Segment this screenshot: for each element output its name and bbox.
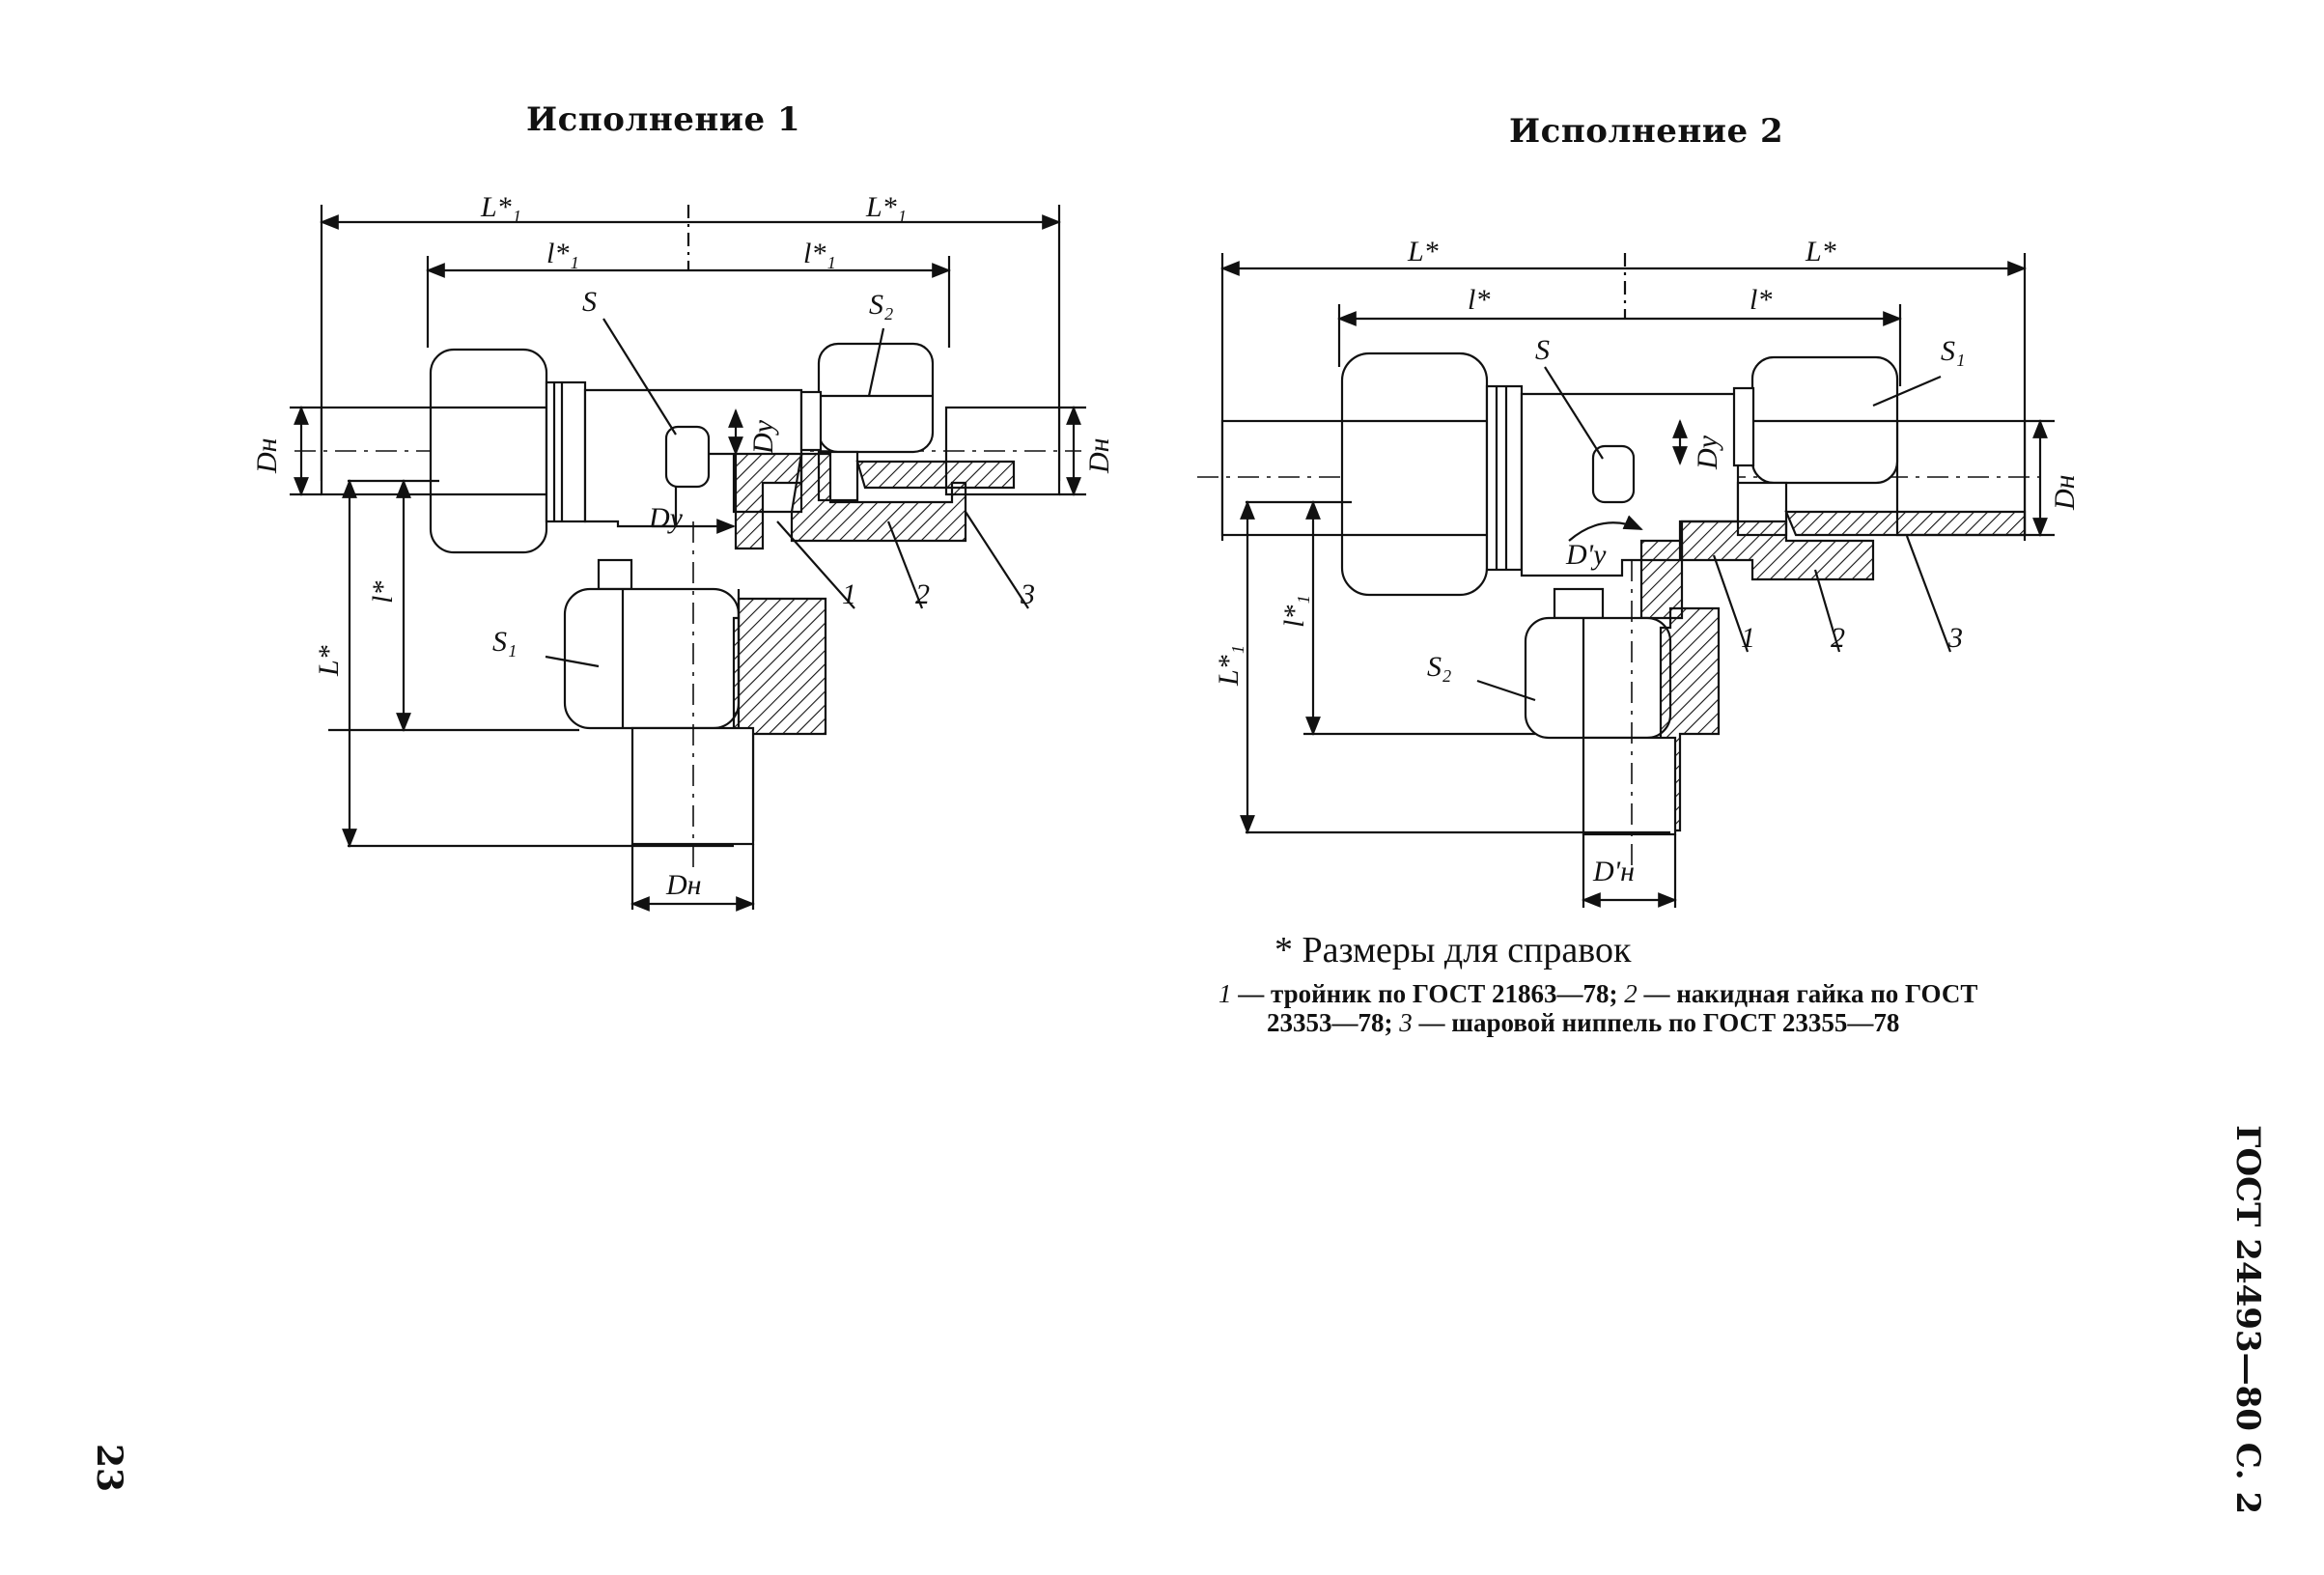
v1-Dn-right-label: Dн [1083, 437, 1115, 474]
legend-text-3: 23353—78; [1267, 1008, 1400, 1037]
page-number-text: 23 [89, 1444, 129, 1493]
v1-part-3-label: 3 [1020, 578, 1035, 610]
v2-part-2-label: 2 [1831, 622, 1845, 654]
legend-text-1: — тройник по ГОСТ 21863—78; [1231, 979, 1625, 1008]
legend-index-2: 2 [1624, 979, 1638, 1008]
v1-Dn-bottom-label: Dн [665, 869, 702, 901]
v2-S-label: S [1535, 334, 1550, 366]
legend-index-1: 1 [1218, 979, 1232, 1008]
v2-S1-label: S₁ [1941, 335, 1965, 367]
v1-Dy-horizontal-label: Dy [648, 502, 684, 534]
legend-line-2: 23353—78; 3 — шаровой ниппель по ГОСТ 23… [1218, 1008, 2136, 1037]
legend-index-3: 3 [1399, 1008, 1413, 1037]
legend-text-4: — шаровой ниппель по ГОСТ 23355—78 [1412, 1008, 1900, 1037]
v1-S1-label: S₁ [492, 626, 517, 658]
v1-part-1-label: 1 [842, 578, 856, 610]
standard-reference-text: ГОСТ 24493—80 С. 2 [2228, 1125, 2267, 1515]
v2-Dn-right-label: Dн [2049, 474, 2081, 511]
variant-1-drawing [290, 205, 1086, 912]
v2-l-left-label: l* [1468, 284, 1490, 316]
v2-part-1-label: 1 [1741, 622, 1755, 654]
v1-L-vertical-label: L* [313, 645, 345, 677]
v2-l-right-label: l* [1750, 284, 1772, 316]
v1-l1-right-label: l*₁ [803, 238, 836, 269]
v2-S2-label: S₂ [1427, 651, 1451, 683]
parts-legend: 1 — тройник по ГОСТ 21863—78; 2 — накидн… [1218, 979, 2136, 1037]
v2-Dy-vertical-label: Dy [1692, 435, 1723, 470]
v1-L1-top-left-label: L*₁ [480, 191, 521, 223]
v1-Dn-left-label: Dн [251, 437, 283, 474]
page-number: 23 [89, 1444, 133, 1502]
v2-Dy-prime-label: D'y [1565, 539, 1607, 571]
reference-dimensions-footnote: * Размеры для справок [1274, 930, 1632, 970]
v2-part-3-label: 3 [1947, 622, 1963, 654]
variant-2-title: Исполнение 2 [1509, 112, 1784, 151]
variant-1-title: Исполнение 1 [526, 100, 801, 139]
legend-text-2: — накидная гайка по ГОСТ [1637, 979, 1978, 1008]
v2-Dn-prime-bottom-label: D'н [1592, 856, 1635, 887]
v1-part-2-label: 2 [915, 578, 930, 610]
v2-l1-vertical-label: l*₁ [1278, 595, 1310, 628]
variant-2-drawing [1197, 253, 2055, 908]
v1-l1-left-label: l*₁ [546, 238, 579, 269]
v2-L-top-left-label: L* [1407, 236, 1439, 267]
v2-L1-vertical-label: L*₁ [1213, 645, 1245, 687]
v1-Dy-vertical-label: Dy [747, 419, 779, 455]
standard-reference-vertical: ГОСТ 24493—80 С. 2 [2228, 1125, 2271, 1514]
v2-L-top-right-label: L* [1805, 236, 1836, 267]
v1-L1-top-right-label: L*₁ [865, 191, 907, 223]
v1-l-vertical-label: l* [367, 581, 399, 604]
v1-S2-label: S₂ [869, 289, 893, 321]
v1-S-label: S [582, 286, 597, 318]
